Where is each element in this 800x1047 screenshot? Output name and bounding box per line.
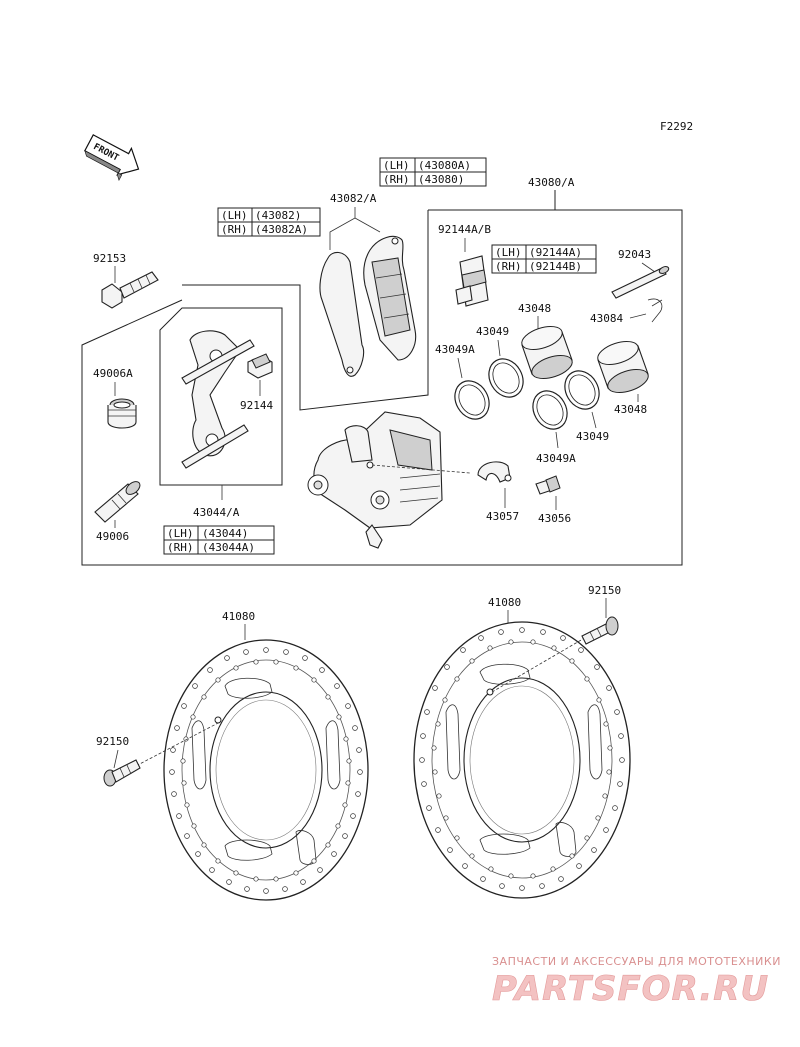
watermark-tagline: ЗАПЧАСТИ И АКСЕССУАРЫ ДЛЯ МОТОТЕХНИКИ <box>492 955 781 968</box>
variant-table-bracket: (LH) (43044) (RH) (43044A) <box>163 525 275 555</box>
label-43056: 43056 <box>538 512 571 525</box>
bolt-92150-right <box>581 616 619 645</box>
shim-92144ab <box>455 255 489 307</box>
bracket-rh-part: (43044A) <box>202 541 255 554</box>
piston-43048b <box>597 340 649 394</box>
leader-43049aa <box>457 357 463 379</box>
pads-rh-part: (43082A) <box>255 223 308 236</box>
label-43049ab: 43049A <box>536 452 576 465</box>
seal-43049ab <box>532 390 568 430</box>
label-41080a: 41080 <box>222 610 255 623</box>
caliper-body <box>307 411 443 549</box>
disc-41080-right <box>413 621 631 899</box>
leader-43082b <box>354 217 381 233</box>
label-43049aa: 43049A <box>435 343 475 356</box>
brake-pads <box>319 235 417 377</box>
seal-43049a <box>488 358 524 398</box>
bracket-frame <box>159 307 283 486</box>
leader-disc-bolt-left <box>131 721 221 769</box>
cap-43057 <box>477 461 512 483</box>
leader-92043 <box>641 262 656 273</box>
bracket-lh-part: (43044) <box>202 527 248 540</box>
diagram-code: F2292 <box>660 120 693 133</box>
bracket-43044 <box>181 330 255 469</box>
shims-rh-tag: (RH) <box>495 260 522 273</box>
bleeder-43056 <box>535 475 561 495</box>
pin-92043 <box>611 266 670 299</box>
label-43080a: 43080/A <box>528 176 575 189</box>
variant-table-caliper: (LH) (43080A) (RH) (43080) <box>379 157 487 187</box>
piston-43048a <box>521 325 573 380</box>
watermark: ЗАПЧАСТИ И АКСЕССУАРЫ ДЛЯ МОТОТЕХНИКИ PA… <box>492 955 781 1009</box>
sleeve-49006 <box>94 481 141 523</box>
label-92043: 92043 <box>618 248 651 261</box>
label-92153: 92153 <box>93 252 126 265</box>
label-43044a: 43044/A <box>193 506 240 519</box>
caliper-rh-tag: (RH) <box>383 173 410 186</box>
label-43049a: 43049 <box>476 325 509 338</box>
label-43048b: 43048 <box>614 403 647 416</box>
label-43048a: 43048 <box>518 302 551 315</box>
caliper-lh-part: (43080A) <box>418 159 471 172</box>
leader-92150a <box>113 749 119 769</box>
leader-43082 <box>329 207 356 250</box>
shims-rh-part: (92144B) <box>529 260 582 273</box>
label-92150a: 92150 <box>96 735 129 748</box>
pads-lh-part: (43082) <box>255 209 301 222</box>
seal-43049aa <box>454 380 490 420</box>
variant-table-pads: (LH) (43082) (RH) (43082A) <box>217 207 321 237</box>
clip-92144 <box>247 353 273 379</box>
bolt-92153 <box>101 271 159 309</box>
disc-41080-left <box>163 639 369 901</box>
label-92144ab: 92144A/B <box>438 223 491 236</box>
boot-49006a <box>107 398 137 429</box>
bolt-92150-left <box>103 759 141 787</box>
assembly-frame <box>81 209 683 566</box>
caliper-subframe <box>182 210 429 411</box>
bracket-rh-tag: (RH) <box>167 541 194 554</box>
label-43084: 43084 <box>590 312 623 325</box>
label-41080b: 41080 <box>488 596 521 609</box>
pads-rh-tag: (RH) <box>221 223 248 236</box>
leader-43049b <box>591 411 597 429</box>
seal-43049b <box>564 370 600 410</box>
caliper-lh-tag: (LH) <box>383 159 410 172</box>
bracket-lh-tag: (LH) <box>167 527 194 540</box>
label-43082a: 43082/A <box>330 192 377 205</box>
pads-lh-tag: (LH) <box>221 209 248 222</box>
shims-lh-tag: (LH) <box>495 246 522 259</box>
label-92150b: 92150 <box>588 584 621 597</box>
front-arrow-icon: FRONT <box>84 134 140 182</box>
leader-disc-bolt-right <box>491 635 589 693</box>
leader-caliper-bleed <box>371 464 471 474</box>
clip-43084 <box>647 298 663 323</box>
label-43049b: 43049 <box>576 430 609 443</box>
label-49006: 49006 <box>96 530 129 543</box>
label-49006a: 49006A <box>93 367 133 380</box>
shims-lh-part: (92144A) <box>529 246 582 259</box>
watermark-brand: PARTSFOR.RU <box>492 969 769 1009</box>
leader-43084 <box>629 313 647 319</box>
label-43057: 43057 <box>486 510 519 523</box>
leader-43049a <box>497 339 501 357</box>
caliper-rh-part: (43080) <box>418 173 464 186</box>
label-92144: 92144 <box>240 399 273 412</box>
leader-43049ab <box>555 431 559 449</box>
variant-table-shims: (LH) (92144A) (RH) (92144B) <box>491 244 597 274</box>
